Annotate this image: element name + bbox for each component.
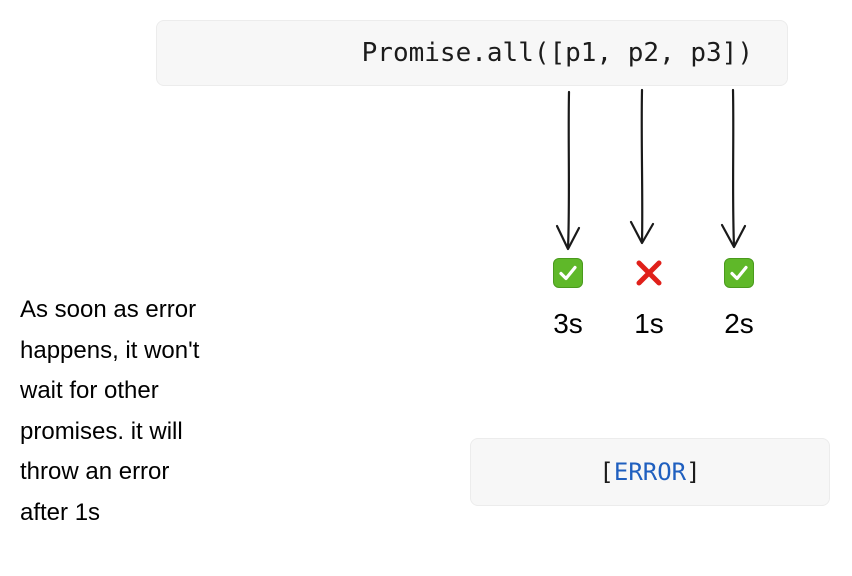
promise-all-code-box: Promise.all([p1, p2, p3]) [156,20,788,86]
explanation-note: As soon as error happens, it won't wait … [20,290,280,533]
result-code-box: [ERROR] [470,438,830,506]
arrow-p2 [629,88,655,245]
result-bracket-open: [ [599,458,614,486]
arrow-p1 [555,90,581,251]
promise-all-code: Promise.all([p1, p2, p3]) [361,38,753,68]
note-line: As soon as error [20,296,197,323]
cross-mark-icon [634,258,664,288]
note-line: throw an error [20,458,170,485]
check-mark-icon [724,258,754,288]
result-bracket-close: ] [686,458,701,486]
note-line: wait for other [20,377,159,404]
note-line: after 1s [20,498,101,526]
result-error-token: ERROR [613,458,687,486]
note-line: promises. it will [20,417,183,445]
check-mark-icon [553,258,583,288]
promise-time-p1: 3s [553,308,583,339]
note-line: happens, it won't [20,336,200,364]
arrow-p3 [720,88,747,249]
promise-time-p2: 1s [634,308,664,339]
promise-time-p3: 2s [724,308,754,339]
